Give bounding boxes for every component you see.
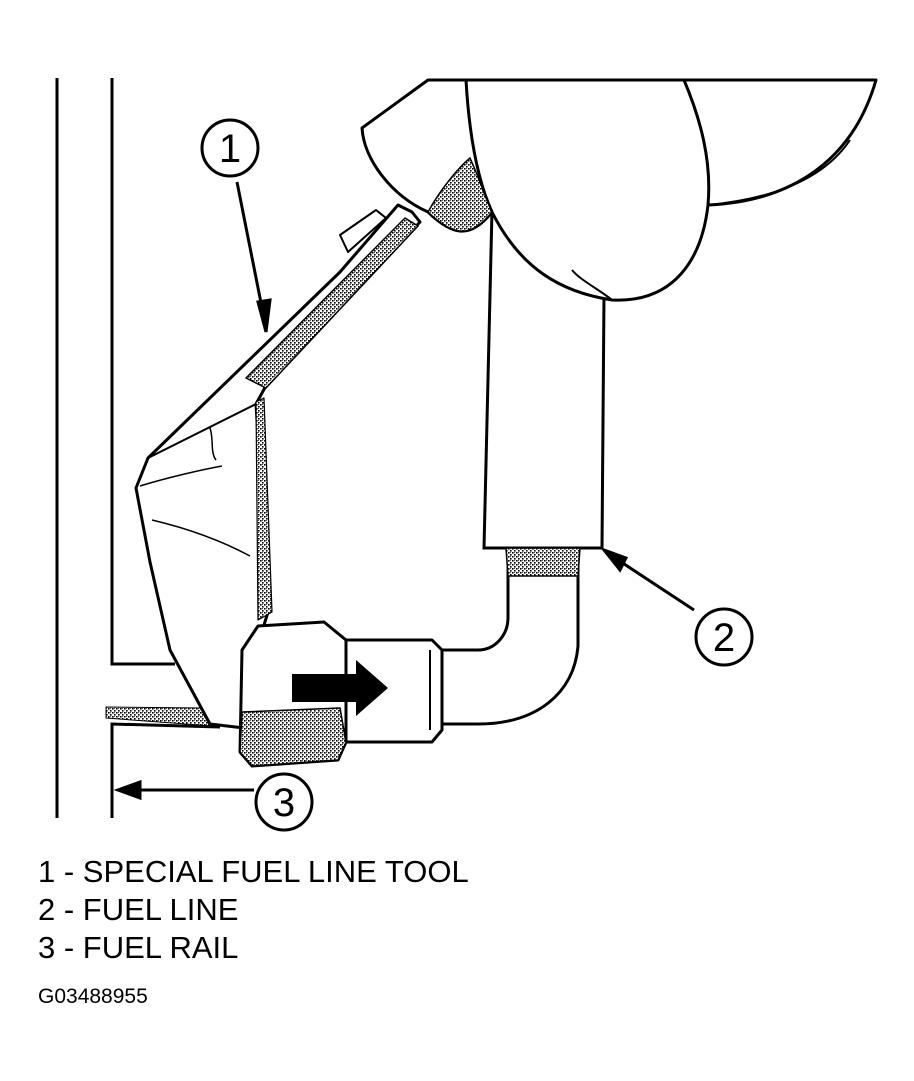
figure-code: G03488955 [38,985,148,1008]
legend-item-fuel-rail: 3 - FUEL RAIL [38,930,239,965]
fuel-rail-shading [105,706,213,727]
callout-1-number: 1 [219,127,241,171]
legend-item-fuel-line: 2 - FUEL LINE [38,892,239,927]
hand-shading [427,156,493,232]
callout-3-number: 3 [273,781,295,825]
fuel-line-tool-illustration: 1 2 3 [55,78,878,832]
fuel-rail [55,78,221,818]
legend: 1 - SPECIAL FUEL LINE TOOL 2 - FUEL LINE… [38,853,469,967]
legend-item-special-fuel-line-tool: 1 - SPECIAL FUEL LINE TOOL [38,854,469,889]
fuel-line-elbow [430,550,580,726]
callout-1: 1 [200,118,260,178]
hand-drawing [360,78,878,302]
callout-3: 3 [254,772,314,832]
leader-arrows [113,181,695,801]
fuel-line-shading [505,547,581,577]
special-fuel-line-tool [134,203,422,730]
callout-2-number: 2 [713,616,735,660]
quick-connect-fitting [238,620,444,768]
callout-2: 2 [694,607,754,667]
direction-arrow-icon [292,660,388,716]
